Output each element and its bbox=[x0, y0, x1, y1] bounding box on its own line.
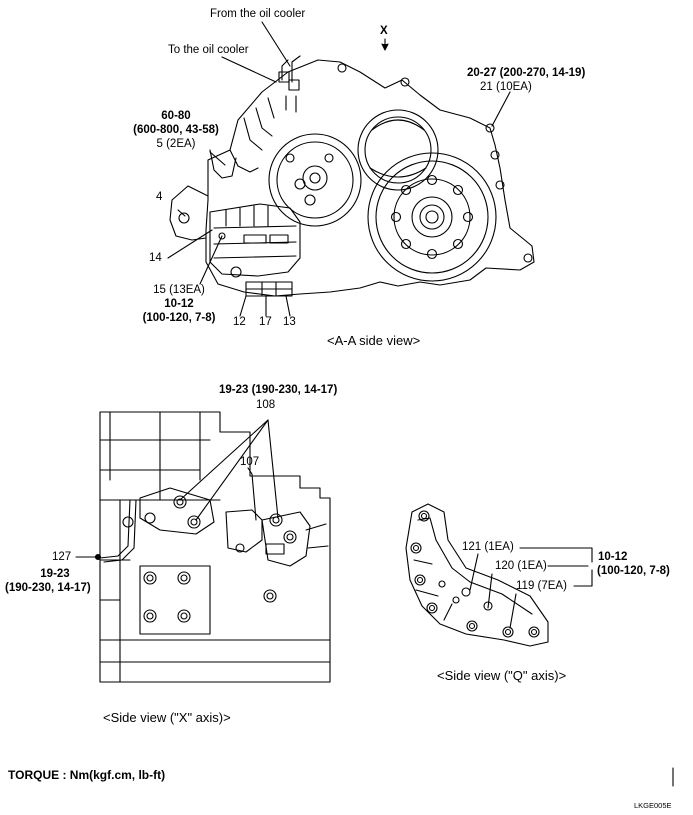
label-torque-21: 20-27 (200-270, 14-19) bbox=[467, 67, 586, 79]
label-part-21: 21 (10EA) bbox=[480, 81, 532, 93]
label-part-15: 15 (13EA) bbox=[153, 284, 205, 296]
label-from-oil-cooler: From the oil cooler bbox=[210, 8, 306, 20]
aa-side-view-drawing bbox=[169, 55, 535, 297]
label-torque-15-detail: (100-120, 7-8) bbox=[142, 312, 216, 324]
label-part-108: 108 bbox=[256, 399, 276, 411]
label-part-119: 119 (7EA) bbox=[516, 580, 567, 592]
label-part-4: 4 bbox=[156, 191, 163, 203]
x-axis-side-view-drawing bbox=[99, 411, 331, 683]
label-part-121: 121 (1EA) bbox=[462, 541, 514, 553]
x-view-leader-lines bbox=[75, 419, 279, 561]
label-part-120: 120 (1EA) bbox=[495, 560, 547, 572]
label-torque-15-value: 10-12 bbox=[164, 298, 194, 310]
label-to-oil-cooler: To the oil cooler bbox=[168, 44, 249, 56]
label-q-torque-value: 10-12 bbox=[598, 551, 628, 563]
caption-x-axis-side-view: <Side view ("X" axis)> bbox=[103, 710, 231, 725]
label-torque-127-detail: (190-230, 14-17) bbox=[5, 582, 91, 594]
caption-aa-side-view: <A-A side view> bbox=[327, 333, 421, 348]
label-part-5: 5 (2EA) bbox=[156, 138, 196, 150]
label-torque-108: 19-23 (190-230, 14-17) bbox=[219, 384, 338, 396]
label-part-107: 107 bbox=[240, 456, 260, 468]
q-view-leader-lines bbox=[469, 547, 593, 629]
q-axis-side-view-drawing bbox=[405, 503, 549, 647]
label-part-12: 12 bbox=[233, 316, 246, 328]
aa-leader-lines bbox=[167, 21, 511, 317]
label-x-marker: X bbox=[380, 25, 388, 37]
label-part-13: 13 bbox=[283, 316, 296, 328]
label-torque-127-value: 19-23 bbox=[40, 568, 70, 580]
label-q-torque-detail: (100-120, 7-8) bbox=[597, 565, 670, 577]
label-torque-5-value: 60-80 bbox=[161, 110, 191, 122]
label-figure-code: LKGE005E bbox=[634, 801, 672, 810]
label-torque-units: TORQUE : Nm(kgf.cm, lb-ft) bbox=[8, 768, 166, 782]
label-part-127: 127 bbox=[52, 551, 72, 563]
label-part-14: 14 bbox=[149, 252, 162, 264]
caption-q-axis-side-view: <Side view ("Q" axis)> bbox=[437, 668, 567, 683]
label-part-17: 17 bbox=[259, 316, 272, 328]
label-torque-5-detail: (600-800, 43-58) bbox=[133, 124, 219, 136]
